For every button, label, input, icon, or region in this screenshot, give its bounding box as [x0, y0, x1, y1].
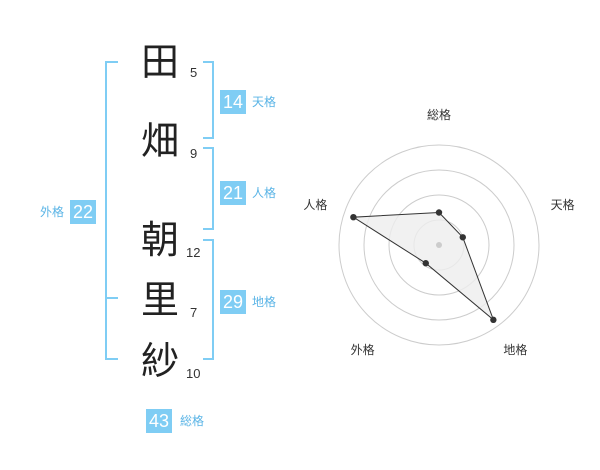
- chikaku-badge: 29: [220, 290, 247, 314]
- name-char-2: 畑: [140, 119, 179, 163]
- stroke-count-1: 5: [190, 65, 198, 80]
- stroke-count-5: 10: [186, 366, 201, 381]
- radar-axis-label-1: 総格: [427, 107, 451, 122]
- stroke-count-4: 7: [190, 305, 198, 320]
- radar-axis-label-2: 天格: [551, 197, 575, 212]
- name-char-1: 田: [140, 40, 179, 84]
- radar-point-4: [422, 260, 429, 267]
- radar-center: [436, 242, 442, 248]
- radar-polygon: [351, 211, 495, 322]
- radar-axis-label-4: 外格: [351, 342, 375, 357]
- chikaku-label: 地格: [252, 295, 277, 309]
- bracket-gaikaku: [105, 61, 118, 360]
- radar-point-2: [459, 234, 466, 241]
- name-char-4: 里: [140, 278, 179, 322]
- name-char-5: 紗: [140, 339, 179, 383]
- tenkaku-badge: 14: [220, 90, 247, 114]
- radar-point-1: [435, 209, 443, 216]
- soukaku-label: 総格: [180, 414, 205, 428]
- radar-ring-3: [363, 169, 515, 321]
- radar-axis-label-5: 人格: [303, 197, 327, 212]
- jinkaku-label: 人格: [252, 186, 277, 200]
- stroke-count-2: 9: [190, 146, 198, 161]
- gaikaku-label: 外格: [40, 205, 65, 219]
- radar-axis-label-3: 地格: [503, 342, 527, 357]
- radar-point-3: [490, 316, 497, 324]
- soukaku-badge: 43: [146, 409, 173, 433]
- name-char-3: 朝: [140, 218, 179, 262]
- jinkaku-badge: 21: [220, 181, 247, 205]
- stroke-count-3: 12: [186, 245, 201, 260]
- radar-ring-2: [388, 194, 490, 296]
- gaikaku-badge: 22: [70, 200, 97, 224]
- bracket-chikaku: [203, 239, 214, 360]
- radar-point-5: [350, 213, 357, 221]
- tenkaku-label: 天格: [252, 95, 277, 109]
- bracket-jinkaku: [203, 147, 214, 230]
- bracket-tenkaku: [203, 61, 214, 139]
- radar-ring-4: [338, 144, 540, 346]
